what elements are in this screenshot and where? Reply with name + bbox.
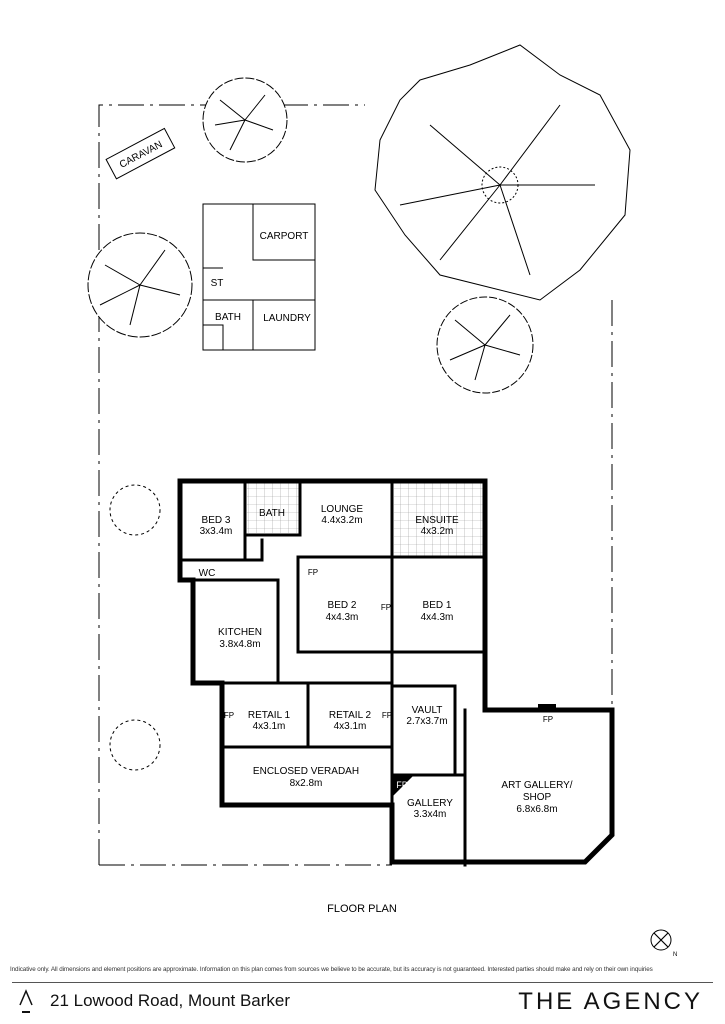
svg-text:8x2.8m: 8x2.8m xyxy=(290,778,323,789)
disclaimer-text: Indicative only. All dimensions and elem… xyxy=(10,966,653,973)
svg-text:FP: FP xyxy=(224,711,234,720)
tree-icon xyxy=(202,77,288,163)
plan-title: FLOOR PLAN xyxy=(327,903,397,915)
svg-text:3x3.4m: 3x3.4m xyxy=(200,526,233,537)
svg-text:4x3.1m: 4x3.1m xyxy=(334,721,367,732)
svg-text:ENCLOSED VERADAH: ENCLOSED VERADAH xyxy=(253,766,359,777)
room-labels: BED 3 3x3.4m BATH LOUNGE 4.4x3.2m ENSUIT… xyxy=(199,504,573,820)
tree-icon xyxy=(109,719,161,771)
svg-text:3.3x4m: 3.3x4m xyxy=(414,809,447,820)
svg-text:BED 3: BED 3 xyxy=(202,515,231,526)
property-boundary xyxy=(98,104,613,866)
svg-text:BATH: BATH xyxy=(215,312,241,323)
svg-text:FP: FP xyxy=(308,568,318,577)
svg-text:KITCHEN: KITCHEN xyxy=(218,627,262,638)
svg-text:LOUNGE: LOUNGE xyxy=(321,504,364,515)
footer-divider xyxy=(12,982,713,983)
svg-text:ENSUITE: ENSUITE xyxy=(415,515,459,526)
trees xyxy=(87,44,631,771)
property-address: 21 Lowood Road, Mount Barker xyxy=(50,991,291,1010)
svg-text:VAULT: VAULT xyxy=(412,705,443,716)
svg-text:RETAIL 2: RETAIL 2 xyxy=(329,710,372,721)
tree-icon xyxy=(374,44,631,301)
brand-logo: THE AGENCY xyxy=(518,988,703,1015)
svg-text:N: N xyxy=(673,952,677,958)
svg-text:CARPORT: CARPORT xyxy=(260,231,309,242)
svg-text:4x3.2m: 4x3.2m xyxy=(421,526,454,537)
svg-text:4x4.3m: 4x4.3m xyxy=(326,612,359,623)
outbuilding: CARPORT ST BATH LAUNDRY xyxy=(202,203,316,351)
svg-text:ART GALLERY/: ART GALLERY/ xyxy=(501,780,572,791)
floor-plan-drawing: CARAVAN CARPORT ST BATH LAUNDRY BED 3 3x… xyxy=(87,44,677,958)
svg-text:BATH: BATH xyxy=(259,508,285,519)
svg-text:WC: WC xyxy=(199,568,216,579)
svg-text:FP: FP xyxy=(382,711,392,720)
tree-icon xyxy=(87,232,193,338)
svg-text:ST: ST xyxy=(211,278,224,289)
svg-text:3.8x4.8m: 3.8x4.8m xyxy=(219,639,260,650)
svg-text:SHOP: SHOP xyxy=(523,792,552,803)
house-walls xyxy=(177,478,615,867)
tree-icon xyxy=(436,296,534,394)
svg-text:FP: FP xyxy=(396,780,408,790)
svg-text:BED 1: BED 1 xyxy=(423,600,452,611)
tree-icon xyxy=(109,484,161,536)
svg-text:GALLERY: GALLERY xyxy=(407,798,453,809)
svg-text:2.7x3.7m: 2.7x3.7m xyxy=(406,716,447,727)
svg-text:FP: FP xyxy=(381,603,391,612)
svg-text:BED 2: BED 2 xyxy=(328,600,357,611)
svg-text:LAUNDRY: LAUNDRY xyxy=(263,313,311,324)
north-arrow-icon: N xyxy=(650,929,677,958)
svg-text:RETAIL 1: RETAIL 1 xyxy=(248,710,291,721)
caravan: CARAVAN xyxy=(105,127,176,180)
agency-logo-icon xyxy=(19,989,33,1013)
svg-text:4.4x3.2m: 4.4x3.2m xyxy=(321,515,362,526)
svg-text:4x3.1m: 4x3.1m xyxy=(253,721,286,732)
svg-text:4x4.3m: 4x4.3m xyxy=(421,612,454,623)
svg-text:FP: FP xyxy=(543,715,553,724)
svg-text:6.8x6.8m: 6.8x6.8m xyxy=(516,804,557,815)
